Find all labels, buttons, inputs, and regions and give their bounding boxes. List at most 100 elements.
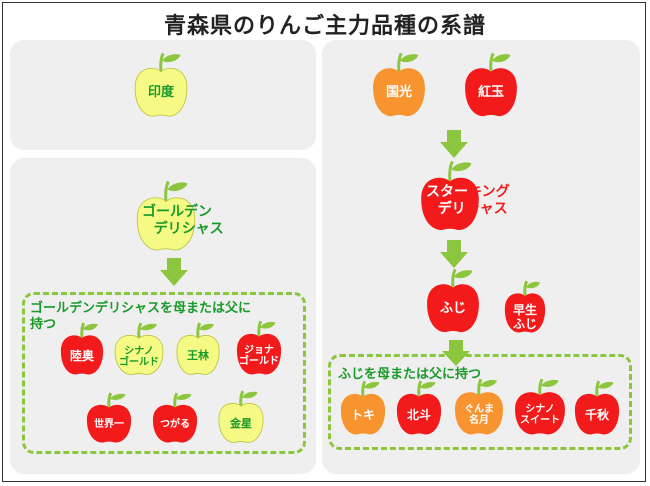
apple-label-line: デリシャス xyxy=(142,221,224,237)
apple-starking-delicious: スターキングデリシャス xyxy=(420,160,510,232)
apple-label-outer: シャス xyxy=(465,200,508,217)
apple-label-line: 紅玉 xyxy=(477,85,504,101)
arrow-starking-to-fuji xyxy=(440,240,468,268)
apple-label-line: ふじ xyxy=(439,301,466,317)
apple-label-line: 王林 xyxy=(187,349,209,363)
apple-label-line: ジョナ xyxy=(244,344,274,356)
apple-shape-icon xyxy=(218,390,264,443)
apple-label-line: 早生 xyxy=(512,302,537,317)
apple-label: スターキングデリシャス xyxy=(426,184,510,216)
apple-shape-icon xyxy=(421,160,479,230)
apple-label-outer: デン xyxy=(184,204,212,221)
apple-kinsei: 金星 xyxy=(218,390,264,444)
apple-shape-icon xyxy=(455,378,503,435)
apple-label: 千秋 xyxy=(574,408,620,423)
apple-shape-icon xyxy=(86,392,132,443)
apple-label-line: スターキング xyxy=(426,184,510,200)
apple-shinano-gold: シナノゴールド xyxy=(114,322,164,376)
apple-shape-icon xyxy=(236,320,282,375)
apple-label-outer: キング xyxy=(468,184,510,201)
apple-label: 紅玉 xyxy=(464,85,518,101)
apple-shape-icon xyxy=(60,322,104,375)
apple-label: 早生ふじ xyxy=(504,302,546,332)
apple-shape-icon xyxy=(515,378,565,435)
apple-label: 金星 xyxy=(218,417,264,431)
apple-label: 国光 xyxy=(372,85,426,101)
apple-label-line: 千秋 xyxy=(584,408,609,423)
apple-sekaiichi: 世界一 xyxy=(86,392,132,444)
apple-shape-icon xyxy=(574,380,620,435)
group-label-fuji-children: ふじを母または父に持つ xyxy=(338,367,482,382)
apple-label-line: ゴールド xyxy=(119,357,159,369)
apple-indo: 印度 xyxy=(134,52,188,118)
apple-label-inner: デリ xyxy=(153,220,182,237)
apple-label: ぐんま名月 xyxy=(454,404,504,427)
apple-kogyoku: 紅玉 xyxy=(464,52,518,118)
group-box-fuji-children xyxy=(328,354,632,450)
apple-hayafuji: 早生ふじ xyxy=(504,280,546,334)
apple-shape-icon xyxy=(396,380,442,435)
apple-orin: 王林 xyxy=(176,322,220,376)
apple-jonagold: ジョナゴールド xyxy=(236,320,282,376)
apple-label-line: ぐんま xyxy=(464,403,494,415)
apple-golden-delicious: ゴールデンデリシャス xyxy=(136,180,224,252)
apple-label-outer: シャス xyxy=(181,220,224,237)
apple-label-line: 陸奥 xyxy=(69,349,94,364)
arrow-golden-to-children xyxy=(160,258,188,286)
group-label-golden-children: ゴールデンデリシャスを母または父に持つ xyxy=(30,301,252,332)
arrow-fuji-to-children xyxy=(442,340,470,366)
apple-label: 北斗 xyxy=(396,408,442,423)
apple-label: つがる xyxy=(152,419,198,431)
apple-label: 陸奥 xyxy=(60,349,104,364)
apple-label: 王林 xyxy=(176,349,220,363)
apple-gunma-meigetsu: ぐんま名月 xyxy=(454,378,504,436)
apple-label: ふじ xyxy=(426,301,480,317)
apple-label: トキ xyxy=(340,408,386,423)
apple-shinano-sweet: シナノスイート xyxy=(514,378,566,436)
apple-shape-icon xyxy=(136,180,196,251)
apple-shape-icon xyxy=(152,392,198,443)
apple-shape-icon xyxy=(340,380,386,435)
apple-hokuto: 北斗 xyxy=(396,380,442,436)
apple-label-line: ふじ xyxy=(512,316,537,331)
apple-label-line: トキ xyxy=(350,408,375,423)
apple-label-line: 名月 xyxy=(469,415,489,427)
apple-shape-icon xyxy=(465,52,517,117)
apple-label-inner: スター xyxy=(426,184,468,201)
apple-label-inner: ゴール xyxy=(142,204,184,221)
apple-toki: トキ xyxy=(340,380,386,436)
apple-shape-icon xyxy=(134,52,188,117)
apple-tsugaru: つがる xyxy=(152,392,198,444)
apple-shape-icon xyxy=(373,52,425,117)
apple-kokko: 国光 xyxy=(372,52,426,118)
apple-label: 印度 xyxy=(134,85,188,101)
apple-label: シナノゴールド xyxy=(114,346,164,369)
apple-shape-icon xyxy=(427,268,479,333)
apple-shape-icon xyxy=(504,280,546,333)
apple-label-line: ゴールド xyxy=(239,356,279,368)
apple-label-line: 北斗 xyxy=(406,408,431,423)
apple-shape-icon xyxy=(114,322,164,375)
apple-label-inner: デリ xyxy=(437,200,466,217)
apple-label: ジョナゴールド xyxy=(236,345,282,368)
apple-shape-icon xyxy=(176,322,220,375)
apple-label-line: 金星 xyxy=(230,417,252,431)
group-box-golden-children xyxy=(22,292,306,454)
apple-label-line: つがる xyxy=(160,419,190,431)
apple-label: ゴールデンデリシャス xyxy=(142,204,224,236)
apple-label-line: スイート xyxy=(520,415,560,427)
apple-label-line: 国光 xyxy=(385,85,412,101)
page-title: 青森県のりんご主力品種の系譜 xyxy=(163,14,486,39)
apple-mutsu: 陸奥 xyxy=(60,322,104,376)
apple-label: シナノスイート xyxy=(514,404,566,427)
arrow-parents-to-starking xyxy=(440,130,468,158)
apple-label-line: 印度 xyxy=(147,85,174,101)
apple-label: 世界一 xyxy=(86,419,132,431)
apple-fuji: ふじ xyxy=(426,268,480,334)
apple-label-line: シナノ xyxy=(124,345,154,357)
apple-label-line: デリシャス xyxy=(426,201,510,217)
apple-senshu: 千秋 xyxy=(574,380,620,436)
apple-label-line: ゴールデン xyxy=(142,204,224,220)
apple-label-line: シナノ xyxy=(525,403,555,415)
apple-label-line: 世界一 xyxy=(94,419,124,431)
